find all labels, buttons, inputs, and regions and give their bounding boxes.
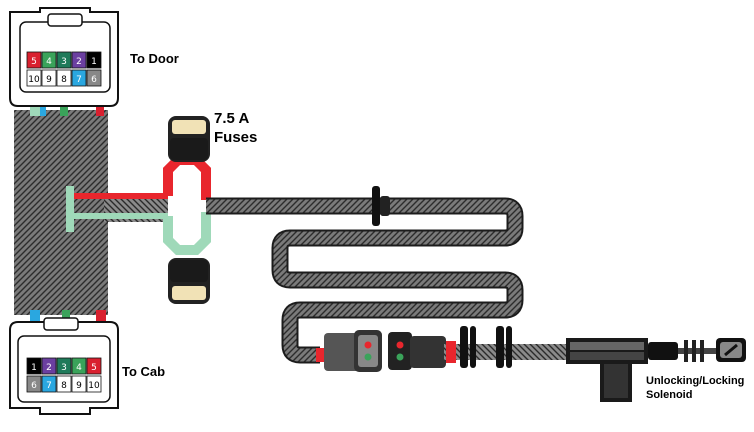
pin-cell [86, 357, 102, 375]
to-door-label: To Door [130, 51, 179, 66]
pin-number: 3 [61, 363, 67, 373]
pin-cell [86, 375, 102, 393]
pin-number: 7 [46, 381, 52, 391]
pin-number: 2 [76, 57, 82, 67]
inline-connector[interactable] [316, 330, 446, 372]
pin-number: 8 [61, 381, 67, 391]
pin-number: 7 [76, 75, 82, 85]
serpentine-loom [206, 197, 524, 364]
pin-number: 6 [31, 381, 37, 391]
pin-cell [71, 375, 87, 393]
pin-cell [56, 375, 72, 393]
pin-cell [71, 51, 87, 69]
pin-number: 5 [91, 363, 97, 373]
solenoid-label-line1: Unlocking/Locking [646, 375, 744, 387]
pin-cell [71, 357, 87, 375]
pin-number: 10 [28, 75, 40, 85]
pin-cell [26, 69, 42, 87]
fuses-label: Fuses [214, 129, 257, 146]
fuse-bottom[interactable] [168, 258, 210, 304]
pin-cell [26, 51, 42, 69]
pin-cell [71, 69, 87, 87]
pin-cell [41, 69, 57, 87]
cab-wire-stubs [30, 310, 106, 322]
pin-number: 1 [91, 57, 97, 67]
pin-number: 3 [61, 57, 67, 67]
pin-cell [56, 69, 72, 87]
fuse-wiring [163, 155, 211, 255]
solenoid-label-line2: Solenoid [646, 389, 692, 401]
pin-cell [26, 375, 42, 393]
pin-cell [86, 69, 102, 87]
pin-number: 9 [46, 75, 52, 85]
main-harness [14, 110, 108, 315]
grommet [372, 186, 390, 226]
pin-number: 1 [31, 363, 37, 373]
pin-number: 5 [31, 57, 37, 67]
pin-number: 6 [91, 75, 97, 85]
pin-cell [41, 357, 57, 375]
pin-cell [41, 51, 57, 69]
to-cab-label: To Cab [122, 364, 165, 379]
pin-cell [86, 51, 102, 69]
pin-number: 4 [46, 57, 52, 67]
door-wire-stubs [30, 104, 104, 116]
fuse-top[interactable] [168, 116, 210, 162]
loom-clips [460, 326, 512, 368]
fuse-rating-label: 7.5 A [214, 110, 249, 127]
pin-cell [56, 357, 72, 375]
pin-number: 10 [88, 381, 100, 391]
pin-number: 4 [76, 363, 82, 373]
pin-cell [56, 51, 72, 69]
pin-number: 2 [46, 363, 52, 373]
pin-cell [26, 357, 42, 375]
solenoid[interactable] [566, 338, 746, 402]
pin-number: 8 [61, 75, 67, 85]
pin-cell [41, 375, 57, 393]
pin-number: 9 [76, 381, 82, 391]
